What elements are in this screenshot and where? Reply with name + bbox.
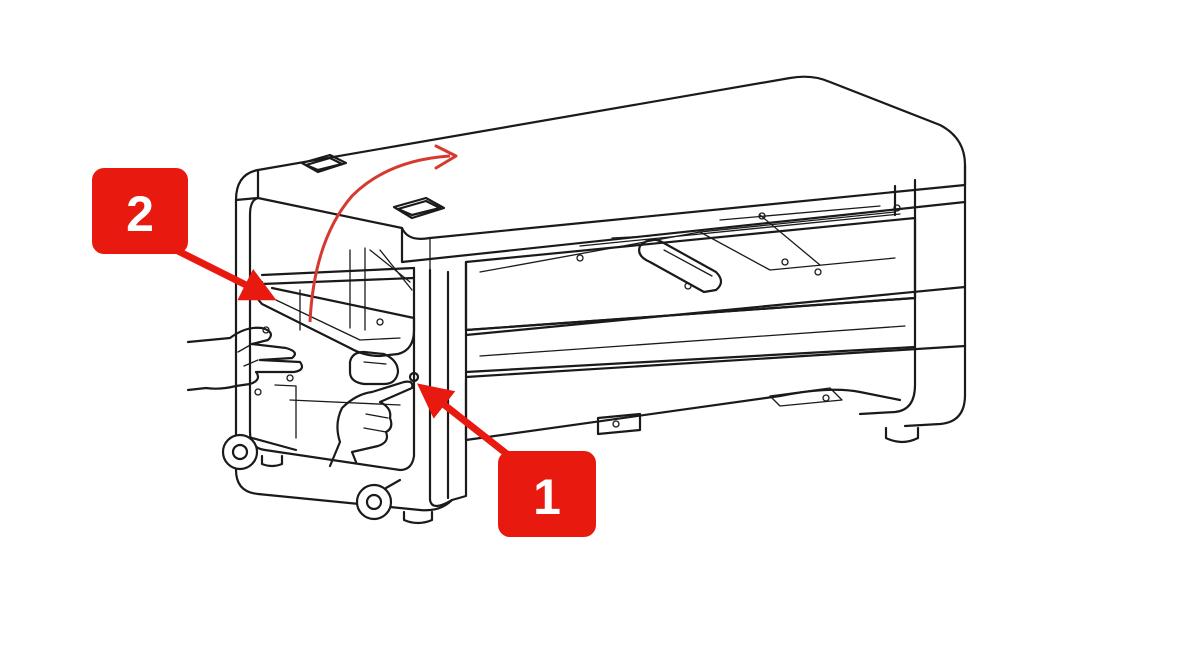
callout-1-label: 1 <box>533 469 561 525</box>
callout-2: 2 <box>92 168 277 301</box>
callout-2-badge <box>92 168 188 254</box>
callout-2-label: 2 <box>126 186 154 242</box>
callout-1-pointer <box>416 383 516 462</box>
lift-direction-arrow <box>308 144 458 323</box>
gripping-hand-icon <box>186 326 304 392</box>
machine-line-art <box>221 75 967 525</box>
callout-1-badge <box>498 451 596 537</box>
callout-2-pointer <box>168 244 277 301</box>
pointing-hand-icon <box>328 380 414 468</box>
callout-1: 1 <box>416 383 596 537</box>
